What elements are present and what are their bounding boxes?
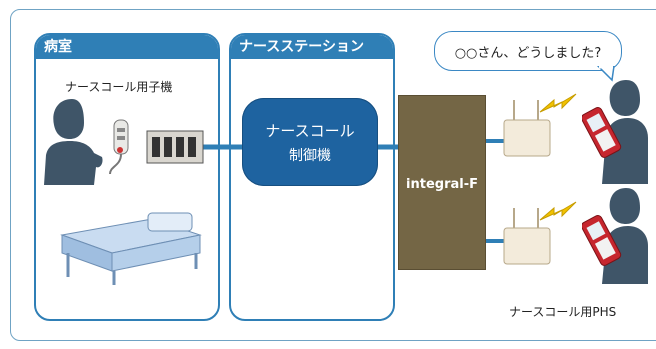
controller-label-line1: ナースコール — [265, 122, 355, 140]
access-point-icon — [503, 100, 551, 157]
nurse-with-phs-icon — [582, 188, 648, 284]
speech-bubble-text: ○○さん、どうしました? — [454, 46, 602, 61]
nurse-call-controller: ナースコール 制御機 — [242, 98, 378, 186]
lightning-icon — [539, 93, 577, 113]
controller-label-line2: 制御機 — [289, 148, 331, 164]
handset-label: ナースコール用子機 — [65, 80, 173, 94]
patient-silhouette-icon — [44, 99, 103, 185]
nurse-call-handset-icon — [109, 119, 129, 175]
integral-f-box: integral-F — [398, 95, 486, 270]
speech-bubble: ○○さん、どうしました? — [434, 31, 622, 71]
ward-panel-title: 病室 — [36, 35, 218, 59]
nurse-with-phs-icon — [582, 80, 648, 184]
bed-icon — [60, 212, 202, 285]
speech-bubble-tail — [596, 66, 615, 82]
integral-f-label: integral-F — [406, 177, 478, 192]
station-panel-title: ナースステーション — [231, 35, 393, 59]
phs-label: ナースコール用PHS — [509, 305, 617, 319]
lightning-icon — [539, 201, 577, 221]
wall-unit-icon — [146, 130, 204, 164]
access-point-icon — [503, 208, 551, 265]
